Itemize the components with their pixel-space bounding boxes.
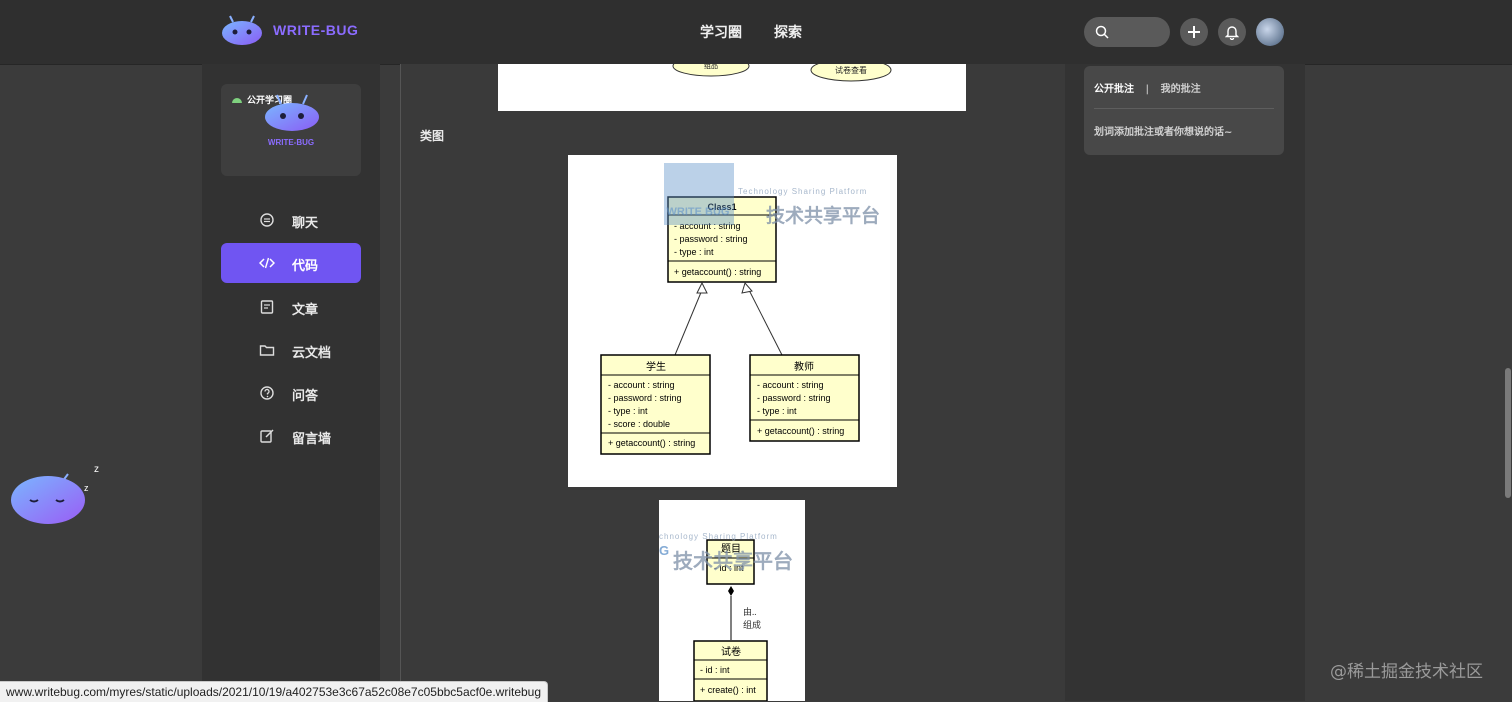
top-nav: 学习圈 探索	[700, 22, 802, 42]
svg-text:+ getaccount() : string: + getaccount() : string	[674, 267, 761, 277]
svg-text:Technology Sharing Platform: Technology Sharing Platform	[738, 187, 867, 196]
composition-diagram-image: 题目 - id : int 由.. 组成 试卷 - id : int + cre…	[659, 500, 805, 701]
svg-text:z: z	[84, 483, 89, 493]
study-circle-card[interactable]: 公开学习圈 WRITE-BUG	[221, 84, 361, 176]
divider	[1094, 108, 1274, 109]
tab-public-annotations[interactable]: 公开批注	[1094, 84, 1134, 95]
svg-text:z: z	[94, 464, 99, 475]
nav-item-explore[interactable]: 探索	[774, 25, 802, 41]
status-bar-url: www.writebug.com/myres/static/uploads/20…	[0, 681, 549, 702]
usecase-label: 试卷查看	[835, 65, 867, 75]
bell-icon	[1225, 26, 1239, 40]
svg-text:+ create() : int: + create() : int	[700, 685, 756, 695]
svg-text:学生: 学生	[646, 360, 666, 373]
watermark: WRITE BUG Technology Sharing Platform 技术…	[664, 163, 880, 227]
annotation-hint[interactable]: 划词添加批注或者你想说的话~	[1094, 127, 1233, 138]
annotation-tabs: 公开批注 | 我的批注	[1094, 80, 1201, 95]
svg-text:+ getaccount() : string: + getaccount() : string	[757, 426, 844, 436]
svg-text:chnology Sharing Platform: chnology Sharing Platform	[659, 532, 778, 541]
sidebar-item-label: 文章	[292, 303, 319, 318]
svg-text:- id : int: - id : int	[700, 665, 730, 675]
svg-text:- id : int: - id : int	[714, 563, 744, 573]
svg-text:- type : int: - type : int	[757, 406, 797, 416]
card-label: 公开学习圈	[231, 93, 292, 106]
svg-text:+ getaccount() : string: + getaccount() : string	[608, 438, 695, 448]
svg-text:G: G	[659, 543, 669, 558]
mascot-icon	[222, 15, 262, 45]
nav-item-study-circle[interactable]: 学习圈	[700, 25, 742, 41]
usecase-label: 组品	[704, 64, 718, 70]
code-icon	[259, 257, 275, 269]
uml-class-student: 学生 - account : string - password : strin…	[600, 354, 711, 455]
corner-watermark: @稀土掘金技术社区	[1330, 662, 1483, 682]
plus-icon	[1188, 26, 1200, 38]
svg-text:- account : string: - account : string	[757, 380, 824, 390]
svg-text:- account : string: - account : string	[608, 380, 675, 390]
relation-label: 组成	[743, 619, 761, 630]
svg-text:- password : string: - password : string	[674, 234, 748, 244]
svg-text:- account : string: - account : string	[674, 221, 741, 231]
svg-text:- score : double: - score : double	[608, 419, 670, 429]
sidebar-item-chat[interactable]: 聊天	[221, 200, 361, 240]
svg-text:- password : string: - password : string	[757, 393, 831, 403]
android-icon	[232, 98, 242, 103]
sidebar-item-code[interactable]: 代码	[221, 243, 361, 283]
sidebar-item-message-wall[interactable]: 留言墙	[221, 416, 361, 456]
svg-text:- password : string: - password : string	[608, 393, 682, 403]
article-icon	[260, 300, 274, 314]
svg-text:技术共享平台: 技术共享平台	[766, 204, 880, 227]
notification-button[interactable]	[1218, 18, 1246, 46]
sidebar-item-label: 云文档	[292, 346, 332, 361]
uml-class-teacher: 教师 - account : string - password : strin…	[749, 354, 860, 442]
tab-separator: |	[1145, 84, 1150, 95]
sidebar-item-label: 问答	[292, 389, 319, 404]
uml-class-parent: Class1 - account : string - password : s…	[667, 196, 777, 283]
uml-class-paper: 试卷 - id : int + create() : int	[693, 640, 768, 701]
edit-icon	[260, 429, 274, 443]
mascot-icon	[265, 94, 319, 131]
annotation-card: 公开批注 | 我的批注 划词添加批注或者你想说的话~	[1084, 66, 1284, 155]
folder-icon	[259, 345, 275, 356]
svg-text:- type : int: - type : int	[674, 247, 714, 257]
sleeping-mascot-icon[interactable]: z z	[8, 460, 108, 526]
svg-text:WRITE BUG: WRITE BUG	[667, 206, 730, 218]
watermark: chnology Sharing Platform G 技术共享平台	[659, 532, 793, 573]
svg-text:教师: 教师	[794, 360, 814, 373]
svg-text:- type : int: - type : int	[608, 406, 648, 416]
top-bar: WRITE-BUG 学习圈 探索	[0, 0, 1512, 65]
class-diagram-image: Class1 - account : string - password : s…	[568, 155, 897, 487]
brand-logo[interactable]: WRITE-BUG	[221, 14, 358, 46]
uml-class-question: 题目 - id : int	[706, 539, 755, 585]
section-title: 类图	[420, 129, 445, 143]
sidebar-item-qa[interactable]: 问答	[221, 373, 361, 413]
svg-text:试卷: 试卷	[721, 645, 741, 658]
question-icon	[260, 386, 274, 400]
svg-text:题目: 题目	[721, 543, 741, 555]
brand-name: WRITE-BUG	[273, 22, 359, 38]
sidebar-item-cloud-docs[interactable]: 云文档	[221, 330, 361, 370]
add-button[interactable]	[1180, 18, 1208, 46]
chat-icon	[260, 213, 274, 227]
sidebar-item-label: 留言墙	[292, 432, 332, 447]
user-avatar[interactable]	[1256, 18, 1284, 46]
tab-my-annotations[interactable]: 我的批注	[1160, 84, 1201, 95]
sidebar-item-article[interactable]: 文章	[221, 287, 361, 327]
page-scrollbar[interactable]	[1505, 368, 1511, 498]
svg-text:Class1: Class1	[707, 202, 736, 212]
top-diagram-image: 组品 试卷查看	[498, 55, 966, 111]
svg-text:技术共享平台: 技术共享平台	[673, 549, 793, 573]
card-brand: WRITE-BUG	[267, 138, 315, 147]
search-input[interactable]	[1084, 17, 1170, 47]
sidebar-item-label: 聊天	[292, 216, 319, 231]
sidebar-item-label: 代码	[292, 259, 319, 274]
annotation-panel	[1065, 64, 1305, 701]
relation-label: 由..	[743, 606, 757, 617]
search-icon	[1095, 25, 1109, 39]
